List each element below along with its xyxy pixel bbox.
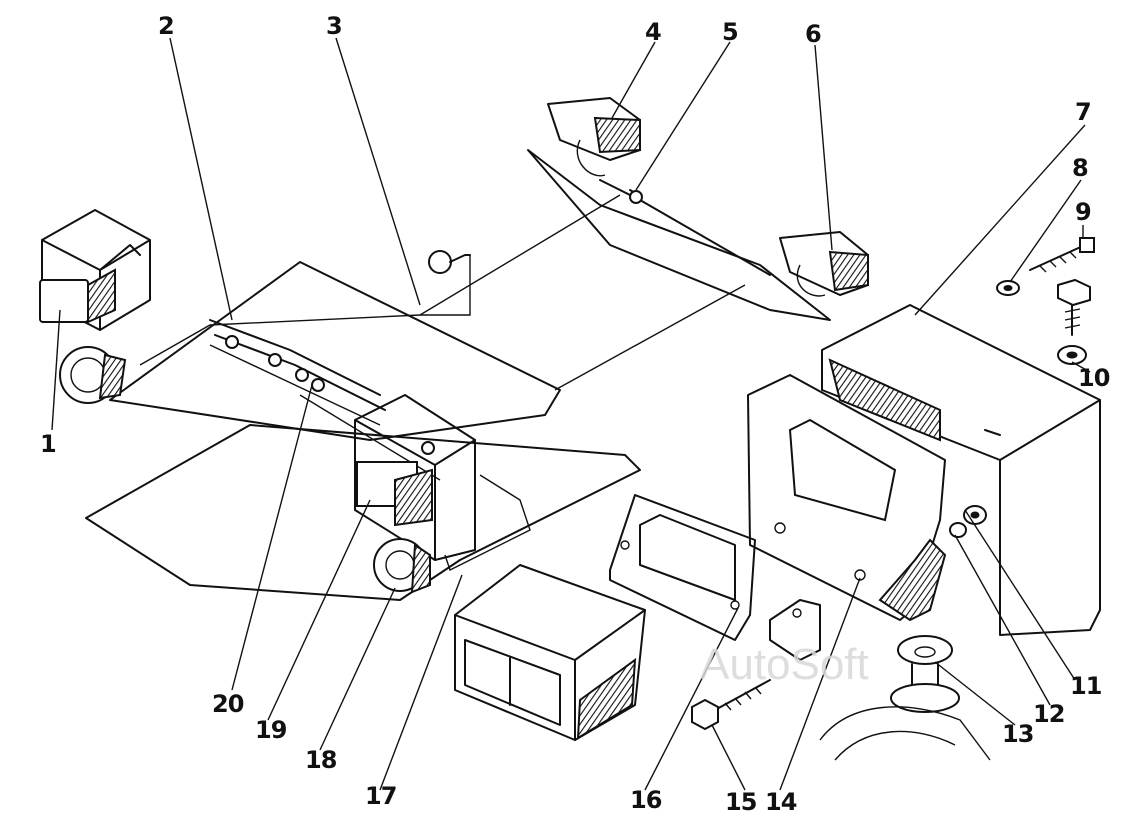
screw-9 — [1029, 237, 1095, 273]
label-10: 10 — [1078, 364, 1110, 392]
small-lamp-right — [779, 231, 869, 297]
label-15: 15 — [725, 788, 757, 816]
label-17: 17 — [365, 782, 397, 810]
bolt-15 — [691, 679, 771, 731]
bracket-connector-tube — [599, 179, 771, 276]
wiring-harness — [139, 194, 746, 571]
label-6: 6 — [805, 20, 822, 48]
rear-lamp-housing — [454, 564, 646, 741]
label-12: 12 — [1033, 700, 1065, 728]
round-marker-lamp — [373, 538, 431, 594]
lower-fender-panel — [85, 424, 641, 601]
upper-fender-panel — [109, 261, 561, 441]
small-lamp-left — [547, 97, 641, 177]
label-11: 11 — [1070, 672, 1102, 700]
mount-knob-13 — [819, 635, 991, 761]
leader-lines — [51, 37, 1091, 791]
mounting-box — [821, 304, 1101, 636]
harness-rails — [209, 319, 386, 411]
label-5: 5 — [722, 18, 739, 46]
label-2: 2 — [158, 12, 175, 40]
label-18: 18 — [305, 746, 337, 774]
washer-12 — [949, 522, 967, 538]
label-19: 19 — [255, 716, 287, 744]
label-16: 16 — [630, 786, 662, 814]
lamp-gasket-frame — [609, 494, 756, 641]
bolt-10 — [1057, 278, 1091, 365]
label-3: 3 — [326, 12, 343, 40]
watermark-text: AutoSoft — [700, 640, 869, 689]
washer-8 — [996, 280, 1020, 296]
nut-11 — [963, 505, 987, 525]
small-bracket-14 — [769, 599, 821, 661]
bulb-socket — [428, 250, 471, 274]
left-headlamp-assembly — [39, 209, 151, 404]
label-4: 4 — [645, 18, 662, 46]
label-8: 8 — [1072, 154, 1089, 182]
label-20: 20 — [212, 690, 244, 718]
label-14: 14 — [765, 788, 797, 816]
label-1: 1 — [40, 430, 57, 458]
label-13: 13 — [1002, 720, 1034, 748]
lamp-mounting-plate — [747, 374, 947, 622]
top-bracket-panel — [527, 149, 831, 321]
label-9: 9 — [1075, 198, 1092, 226]
central-lamp-assembly — [354, 394, 476, 561]
label-7: 7 — [1075, 98, 1092, 126]
